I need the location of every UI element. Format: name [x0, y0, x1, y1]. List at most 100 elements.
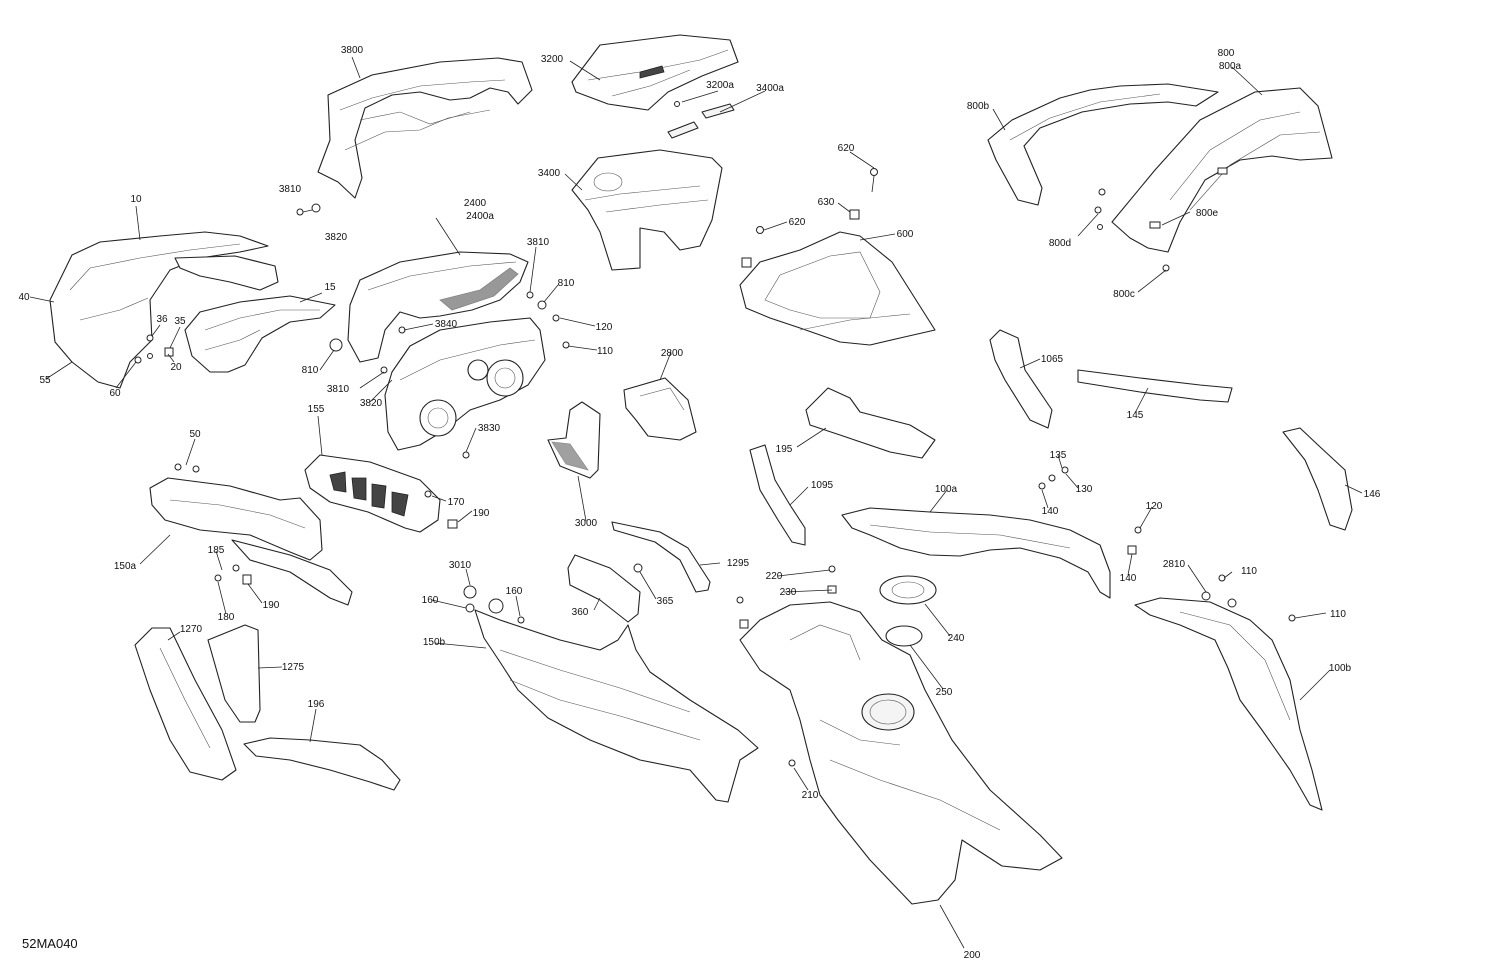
callout-label: 135: [1050, 450, 1067, 461]
part-250: [885, 625, 923, 647]
part-195: [805, 387, 936, 459]
callout-label: 190: [263, 600, 280, 611]
callout-label: 3200a: [706, 80, 734, 91]
callout-label: 110: [1241, 566, 1257, 577]
part-200-hardware: [736, 565, 837, 767]
part-600: [739, 231, 936, 346]
callout-label: 3400a: [756, 83, 784, 94]
leader-lines: [29, 56, 1363, 949]
callout-label: 3810: [327, 384, 350, 395]
callout-label: 630: [818, 197, 835, 208]
callout-label: 250: [936, 687, 953, 698]
part-100b: [1134, 597, 1323, 811]
part-3010-160: [463, 585, 525, 624]
callout-label: 800b: [967, 101, 990, 112]
callout-label: 3000: [575, 518, 598, 529]
callout-label: 620: [838, 143, 855, 154]
part-155: [304, 454, 441, 533]
part-3800: [317, 57, 533, 199]
callout-label: 3820: [325, 232, 348, 243]
callout-label: 3200: [541, 54, 564, 65]
callout-label: 155: [308, 404, 325, 415]
part-3000: [547, 401, 601, 479]
part-620-630: [741, 168, 878, 268]
part-3200a: [674, 101, 680, 107]
part-1095: [749, 444, 806, 546]
callout-label: 3810: [279, 184, 302, 195]
part-146: [1282, 427, 1353, 531]
callout-labels: 3800 3200 3200a 3400a 3400 800 800a 800b…: [18, 45, 1380, 961]
part-1270: [134, 627, 237, 781]
part-150a: [149, 477, 353, 606]
callout-label: 35: [174, 316, 186, 327]
part-3200: [571, 34, 739, 111]
callout-label: 800e: [1196, 208, 1219, 219]
callout-label: 810: [302, 365, 319, 376]
callout-label: 3840: [435, 319, 458, 330]
diagram-code: 52MA040: [22, 936, 78, 951]
callout-label: 2400: [464, 198, 487, 209]
part-3400a: [667, 103, 735, 139]
part-100a-hardware: [1038, 466, 1142, 555]
callout-label: 2810: [1163, 559, 1186, 570]
callout-label: 810: [558, 278, 575, 289]
part-headlight-hardware: [329, 291, 570, 459]
callout-label: 800c: [1113, 289, 1135, 300]
callout-label: 1095: [811, 480, 834, 491]
callout-label: 120: [596, 322, 613, 333]
part-196: [243, 737, 401, 791]
callout-label: 50: [189, 429, 201, 440]
part-3810-3820-upper: [296, 203, 321, 216]
callout-label: 3810: [527, 237, 550, 248]
part-3400: [571, 149, 723, 271]
part-360: [567, 554, 643, 623]
callout-label: 10: [130, 194, 142, 205]
callout-label: 140: [1042, 506, 1059, 517]
callout-label: 200: [964, 950, 981, 961]
callout-label: 20: [170, 362, 182, 373]
callout-label: 3830: [478, 423, 501, 434]
part-800-hardware: [1094, 167, 1228, 272]
callout-label: 110: [597, 346, 613, 357]
callout-label: 55: [39, 375, 51, 386]
callout-label: 180: [218, 612, 235, 623]
callout-label: 145: [1127, 410, 1144, 421]
part-1275: [207, 624, 261, 723]
callout-label: 100b: [1329, 663, 1352, 674]
callout-label: 210: [802, 790, 819, 801]
callout-label: 3010: [449, 560, 472, 571]
callout-label: 2800: [661, 348, 684, 359]
callout-label: 600: [897, 229, 914, 240]
callout-label: 240: [948, 633, 965, 644]
part-1295: [611, 521, 711, 593]
callout-label: 110: [1330, 609, 1346, 620]
callout-label: 620: [789, 217, 806, 228]
callout-label: 100a: [935, 484, 958, 495]
callout-label: 1270: [180, 624, 203, 635]
part-145: [1077, 369, 1233, 403]
part-10: [49, 231, 279, 389]
part-1065: [989, 329, 1053, 429]
callout-label: 196: [308, 699, 325, 710]
callout-label: 360: [572, 607, 589, 618]
callout-label: 3820: [360, 398, 383, 409]
callout-label: 1295: [727, 558, 750, 569]
callout-label: 195: [776, 444, 793, 455]
part-240: [879, 575, 937, 605]
part-150b: [474, 609, 759, 803]
callout-label: 1065: [1041, 354, 1064, 365]
part-10-hardware: [134, 334, 174, 364]
part-2400: [347, 251, 529, 363]
callout-label: 230: [780, 587, 797, 598]
callout-label: 160: [506, 586, 523, 597]
callout-label: 365: [657, 596, 674, 607]
part-2800: [623, 377, 697, 441]
part-100a: [841, 507, 1111, 599]
callout-label: 800d: [1049, 238, 1071, 249]
part-15: [184, 295, 336, 373]
callout-label: 120: [1146, 501, 1163, 512]
callout-label: 170: [448, 497, 465, 508]
part-headlight-assembly: [384, 317, 546, 451]
part-150a-hardware: [174, 463, 458, 585]
